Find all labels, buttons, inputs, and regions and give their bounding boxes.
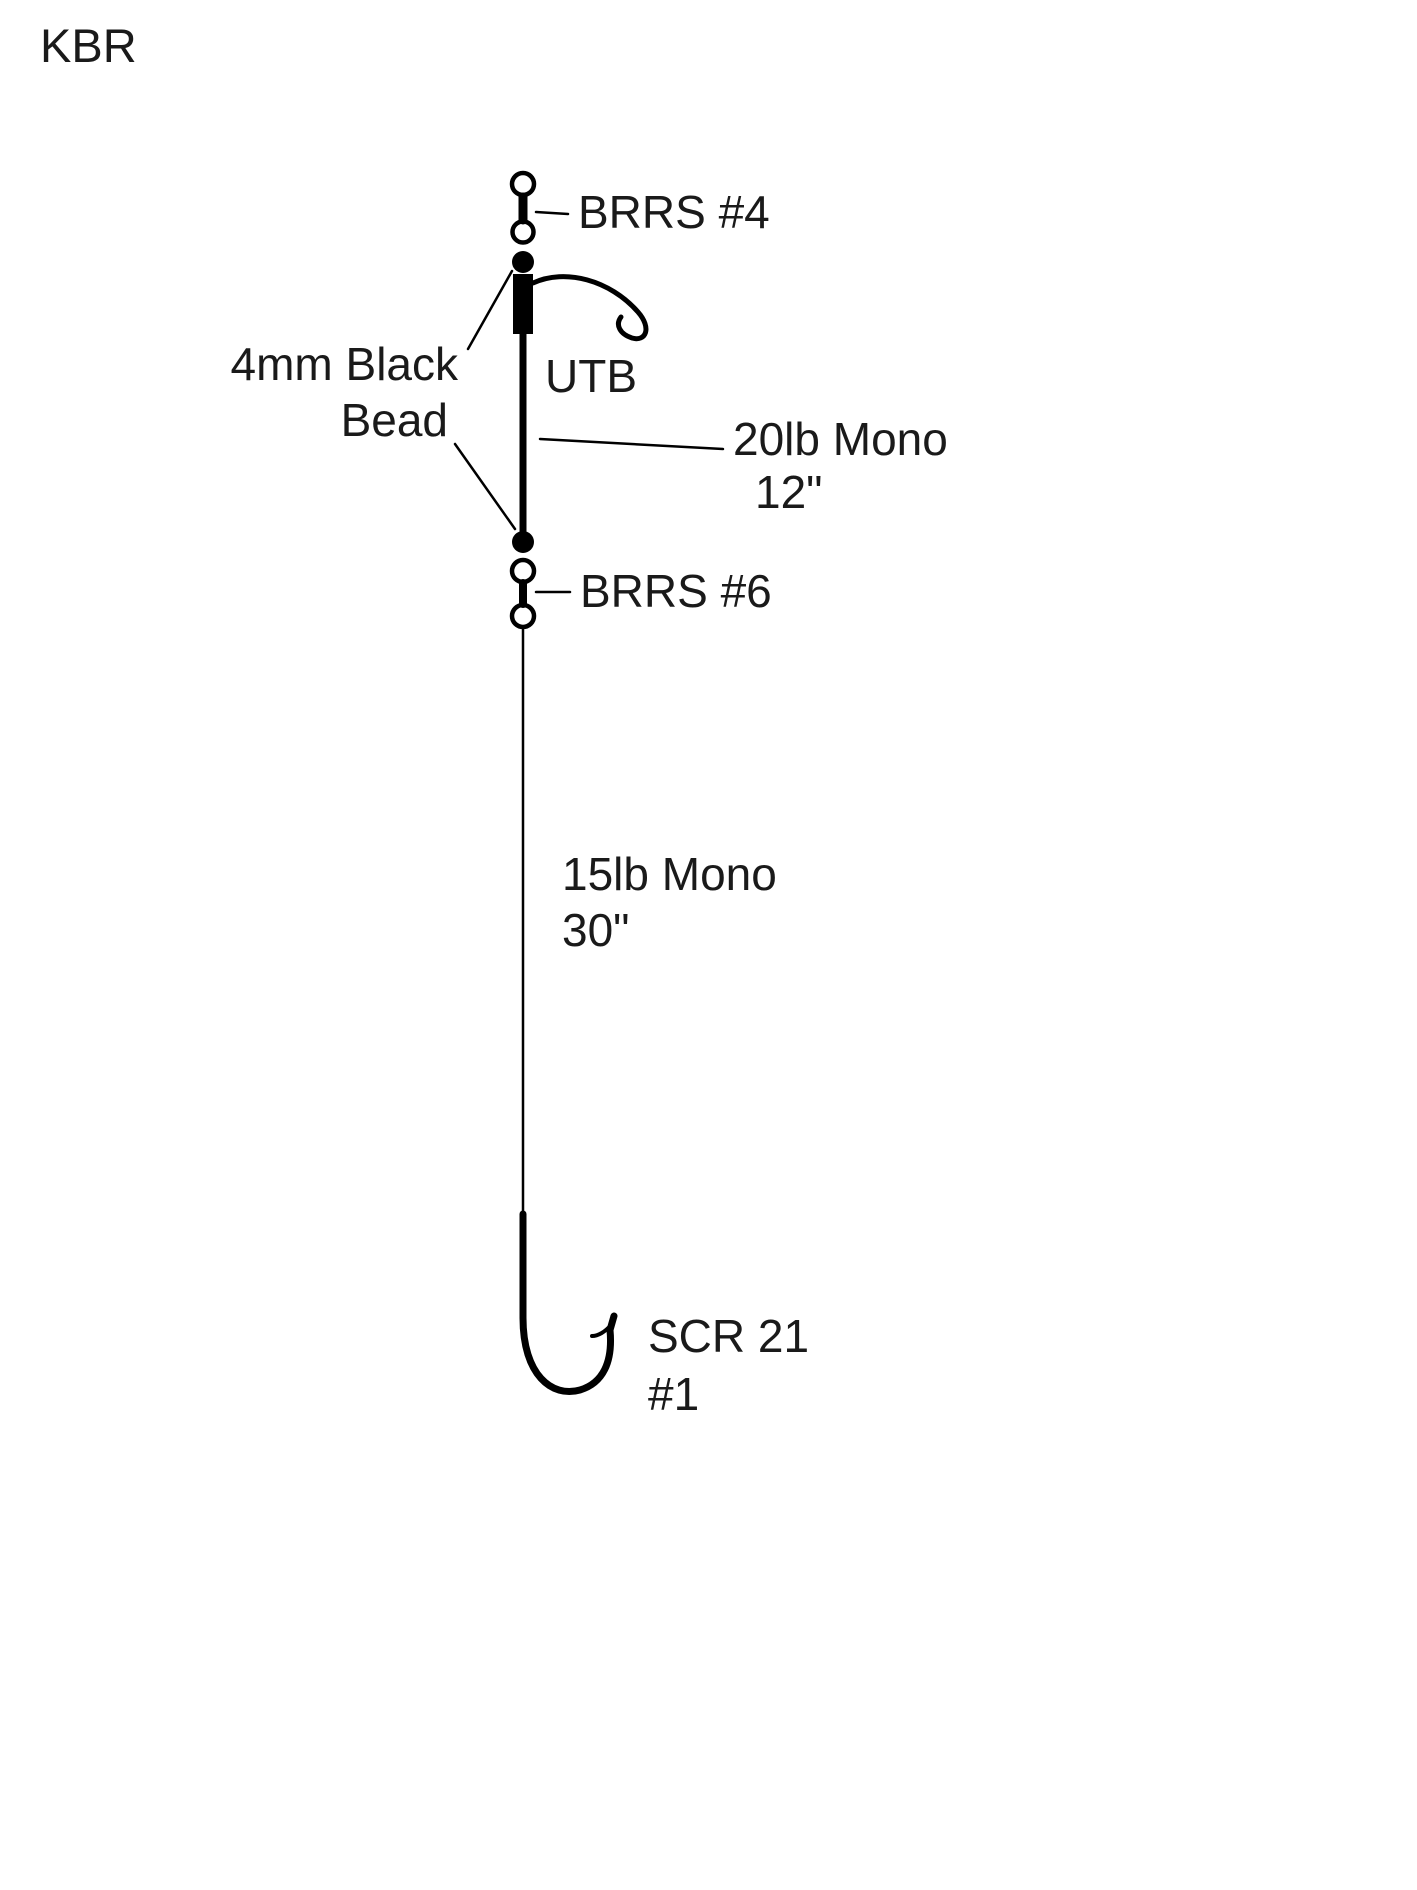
lower-swivel-label: BRRS #6 [580, 565, 772, 617]
top-swivel-graphic [509, 170, 537, 245]
rig-tube [513, 274, 533, 334]
hook-barb [590, 1323, 613, 1338]
upper-mono-length: 12" [755, 466, 823, 518]
bead-leader-line-upper [466, 269, 514, 351]
upper-mono-label: 20lb Mono [733, 413, 948, 465]
top-swivel-upper-ring [509, 170, 537, 198]
hook-size-label: #1 [648, 1368, 699, 1420]
top-swivel-leader-line [534, 210, 570, 216]
page-title: KBR [40, 19, 137, 72]
top-swivel-lower-ring [510, 219, 536, 245]
lower-mono-label: 15lb Mono [562, 848, 777, 900]
hook-graphic [519, 1210, 618, 1395]
bead-label-line2: Bead [341, 394, 448, 446]
upper-black-bead [512, 251, 534, 273]
bead-leader-line-lower [453, 442, 517, 531]
upper-mono-leader-line [538, 437, 725, 451]
bead-label-line1: 4mm Black [231, 338, 459, 390]
hook-label: SCR 21 [648, 1310, 809, 1362]
lower-swivel-graphic [509, 557, 537, 630]
utb-clip-label: UTB [545, 350, 637, 402]
utb-clip-graphic [530, 274, 649, 342]
top-swivel-label: BRRS #4 [578, 186, 770, 238]
lower-mono-length: 30" [562, 904, 630, 956]
hook-shank-and-bend [519, 1246, 618, 1395]
lower-swivel-upper-ring [509, 557, 537, 585]
lower-black-bead [512, 531, 534, 553]
lower-swivel-lower-ring [509, 602, 537, 630]
